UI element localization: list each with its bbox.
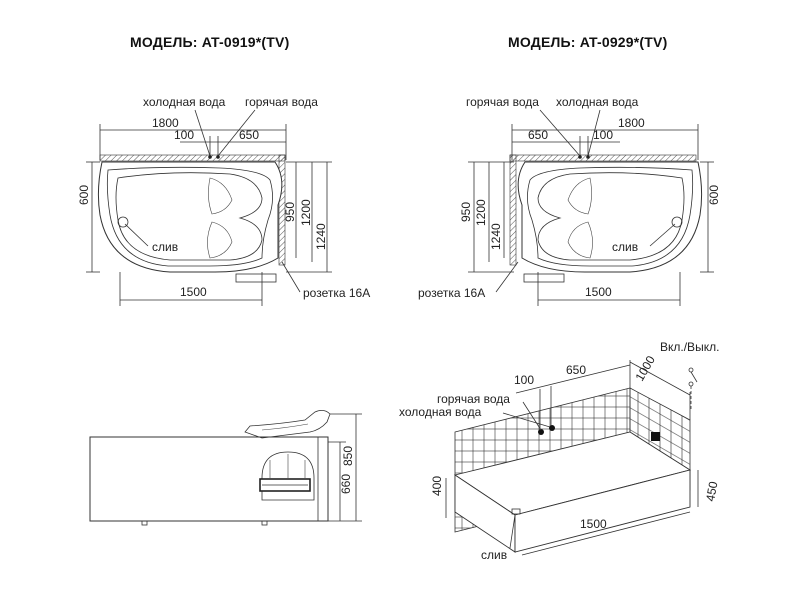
hot-water-inlet — [578, 155, 582, 159]
bathtub-rim — [106, 166, 273, 267]
switch-box — [651, 432, 660, 441]
label-cold-water: холодная вода — [143, 95, 226, 109]
leader-cold-water — [194, 109, 211, 157]
dim-label-450: 450 — [703, 480, 720, 502]
leader-hot-water — [217, 109, 256, 157]
wall-hatch-right — [278, 154, 286, 266]
dim-label-100: 100 — [174, 128, 194, 142]
dim-label-100: 100 — [593, 128, 613, 142]
power-socket — [523, 273, 565, 283]
pillow-backrest — [244, 410, 331, 439]
switch-lever — [690, 371, 698, 383]
dim-label-650: 650 — [239, 128, 259, 142]
cold-water-inlet — [586, 155, 590, 159]
backrest-2 — [207, 221, 233, 259]
dim-label-1200: 1200 — [474, 199, 488, 226]
dim-label-1800: 1800 — [152, 116, 179, 130]
label-drain: слив — [612, 240, 638, 254]
right-plan-view: горячая вода холодная вода 1800 650 100 … — [418, 95, 721, 306]
bathtub-long-side — [514, 469, 691, 553]
dim-label-100: 100 — [514, 373, 534, 387]
wall-hatch-top — [99, 154, 286, 162]
leader-cold-water — [587, 109, 601, 157]
leader-drain — [509, 514, 516, 549]
backrest-2 — [567, 221, 593, 259]
dim-label-600: 600 — [77, 185, 91, 205]
dim-label-1800: 1800 — [618, 116, 645, 130]
dim-label-1500: 1500 — [585, 285, 612, 299]
label-hot-water: горячая вода — [245, 95, 318, 109]
switch-terminal-top — [688, 367, 694, 373]
wall-hatch-top — [509, 154, 697, 162]
leader-drain — [649, 223, 676, 247]
wall-hatch-left — [509, 154, 517, 266]
dim-label-850: 850 — [341, 446, 355, 466]
switch-terminal-bottom — [688, 381, 694, 387]
drain-hole — [117, 216, 129, 228]
title-model-right: МОДЕЛЬ: AT-0929*(TV) — [508, 34, 668, 50]
left-plan-view: холодная вода горячая вода 1800 100 650 … — [77, 95, 370, 306]
drain-outlet — [511, 508, 521, 515]
leader-socket — [495, 261, 519, 293]
dim-label-600: 600 — [707, 185, 721, 205]
foot-left — [141, 520, 148, 526]
leader-hot-water — [539, 109, 581, 157]
bathtub-rim — [527, 166, 694, 267]
dim-label-1240: 1240 — [489, 223, 503, 250]
title-model-left: МОДЕЛЬ: AT-0919*(TV) — [130, 34, 290, 50]
power-socket — [235, 273, 277, 283]
cold-water-inlet — [549, 425, 555, 431]
cold-water-inlet — [208, 155, 212, 159]
dim-label-400: 400 — [430, 476, 444, 496]
side-view: 660 850 — [89, 410, 362, 526]
label-drain: слив — [481, 548, 507, 562]
label-hot-water: горячая вода — [437, 392, 510, 406]
label-drain: слив — [152, 240, 178, 254]
backrest-1 — [567, 177, 592, 215]
leader-socket — [281, 261, 301, 293]
label-cold-water: холодная вода — [556, 95, 639, 109]
bathtub-outline — [517, 161, 703, 273]
dim-label-1500: 1500 — [180, 285, 207, 299]
dim-label-1240: 1240 — [314, 223, 328, 250]
dim-label-950: 950 — [459, 202, 473, 222]
hot-water-inlet — [216, 155, 220, 159]
dim-label-650: 650 — [566, 363, 586, 377]
backrest-1 — [208, 177, 233, 215]
dim-label-1200: 1200 — [299, 199, 313, 226]
drain-hole — [671, 216, 683, 228]
dim-label-1000: 1000 — [632, 353, 658, 383]
label-hot-water: горячая вода — [466, 95, 539, 109]
bathtub-basin — [537, 172, 685, 261]
dim-label-660: 660 — [339, 474, 353, 494]
label-switch: Вкл./Выкл. — [660, 340, 719, 354]
foot-right — [261, 520, 268, 526]
bathtub-basin — [115, 172, 263, 261]
label-socket: розетка 16А — [418, 286, 485, 300]
bathtub-outline — [97, 161, 283, 273]
leader-drain — [124, 223, 149, 247]
dim-label-1500: 1500 — [580, 517, 607, 531]
isometric-view: Вкл./Выкл. 100 650 1000 горячая вода хол… — [399, 340, 720, 562]
label-cold-water: холодная вода — [399, 405, 482, 419]
inspection-dome — [261, 451, 315, 501]
dim-label-650: 650 — [528, 128, 548, 142]
label-socket: розетка 16А — [303, 286, 370, 300]
hot-water-inlet — [538, 429, 544, 435]
dim-label-950: 950 — [283, 202, 297, 222]
